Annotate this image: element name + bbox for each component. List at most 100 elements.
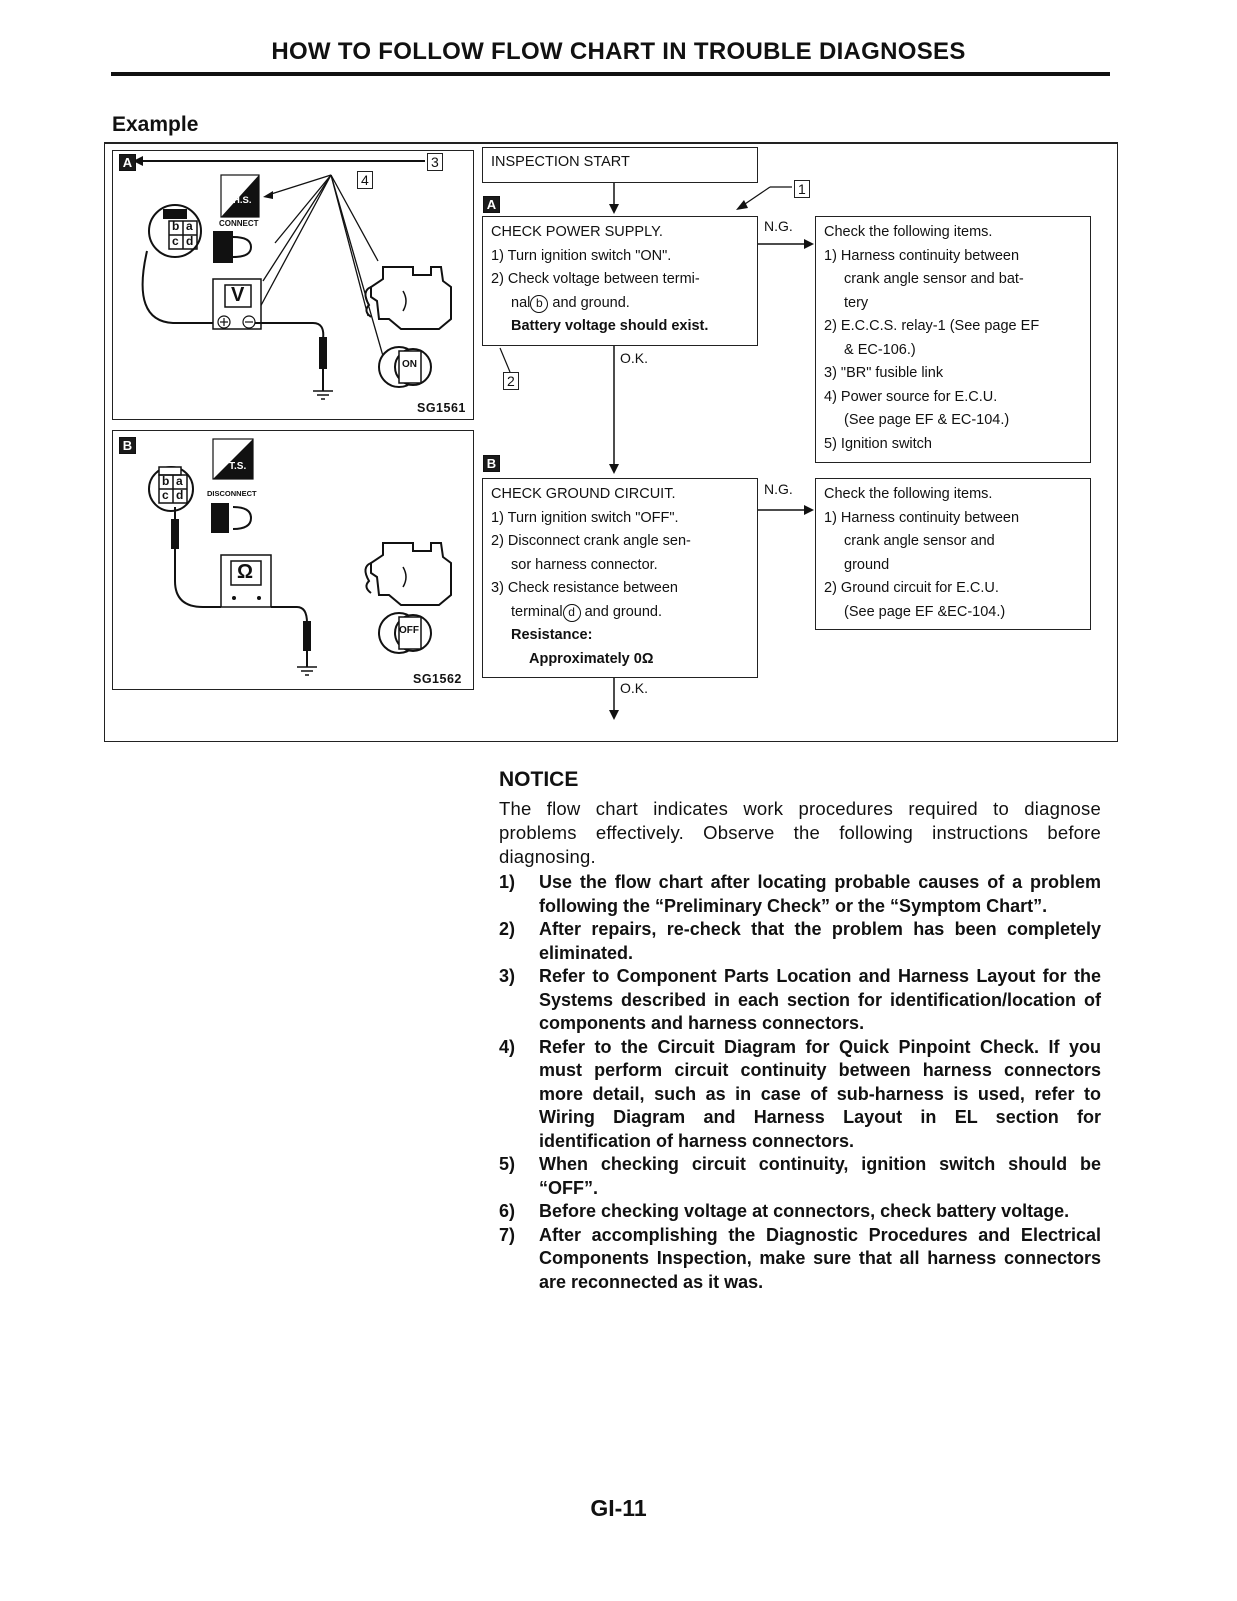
step-a-title: CHECK POWER SUPPLY.	[491, 224, 663, 240]
notice-item-number: 7)	[499, 1224, 516, 1245]
ng-a-line-4: 2) E.C.C.S. relay-1 (See page EF	[824, 318, 1040, 334]
inspection-start-box: INSPECTION START	[482, 147, 758, 183]
illustration-panel-b: B T.S. DISCONNECT b a c d Ω OFF SG1562	[112, 430, 474, 690]
step-b-box: CHECK GROUND CIRCUIT. 1) Turn ignition s…	[482, 478, 758, 678]
ng-a-title: Check the following items.	[824, 224, 993, 240]
step-a-ng-label: N.G.	[764, 218, 793, 234]
example-label: Example	[112, 113, 199, 136]
figure-code-b: SG1562	[413, 672, 462, 686]
action-label-disconnect: DISCONNECT	[207, 489, 257, 498]
example-frame-top	[104, 142, 1118, 144]
step-b-line-2: 2) Disconnect crank angle sen-	[491, 533, 691, 549]
voltmeter-symbol: V	[231, 284, 245, 306]
mode-label-hs: H.S.	[233, 195, 252, 206]
notice-item: 2) After repairs, re-check that the probl…	[499, 918, 1101, 965]
connector-terminal-a: a	[186, 219, 193, 233]
step-b-result-value: Approximately 0Ω	[529, 650, 654, 667]
notice-item-number: 4)	[499, 1036, 516, 1057]
panel-badge-b: B	[119, 437, 136, 454]
panel-badge-a: A	[119, 154, 136, 171]
callout-3: 3	[427, 153, 443, 171]
notice-item-text: Refer to Component Parts Location and Ha…	[539, 966, 1101, 1033]
terminal-b-circle: b	[530, 294, 549, 313]
ng-a-line-8: (See page EF & EC-104.)	[844, 412, 1010, 428]
ng-b-line-4: 2) Ground circuit for E.C.U.	[824, 580, 999, 596]
step-b-line-5-tail: and ground.	[580, 603, 663, 620]
figure-code-a: SG1561	[417, 401, 466, 415]
notice-heading: NOTICE	[499, 768, 579, 791]
ng-a-line-5: & EC-106.)	[844, 341, 916, 358]
callout-1: 1	[794, 180, 810, 198]
notice-item: 3) Refer to Component Parts Location and …	[499, 965, 1101, 1036]
step-a-line-3-tail: and ground.	[548, 294, 630, 311]
ng-a-line-6: 3) "BR" fusible link	[824, 365, 944, 381]
step-a-badge: A	[483, 196, 500, 213]
notice-item-text: Use the flow chart after locating probab…	[539, 872, 1101, 916]
notice-list: 1) Use the flow chart after locating prob…	[499, 871, 1101, 1294]
connector-b-terminal-a: a	[176, 474, 183, 488]
notice-intro: The flow chart indicates work procedures…	[499, 798, 1101, 867]
flow-connectors	[499, 183, 814, 720]
step-a-line-1: 1) Turn ignition switch "ON".	[491, 247, 672, 264]
step-b-line-5-lead: terminal	[511, 603, 563, 620]
connector-b-terminal-c: c	[162, 488, 169, 502]
notice-item-number: 6)	[499, 1201, 516, 1221]
connector-b-terminal-b: b	[162, 474, 170, 488]
connector-terminal-b: b	[172, 219, 180, 233]
ng-a-line-2: crank angle sensor and bat-	[844, 271, 1024, 287]
notice-item-number: 2)	[499, 919, 516, 939]
callout-2: 2	[503, 372, 519, 390]
callout-4: 4	[357, 171, 373, 189]
ng-b-box: Check the following items. 1) Harness co…	[815, 478, 1091, 630]
mode-label-ts: T.S.	[229, 461, 247, 472]
connector-b-terminal-d: d	[176, 488, 184, 502]
notice-item: 4) Refer to the Circuit Diagram for Quick…	[499, 1036, 1101, 1154]
notice-item: 6) Before checking voltage at connectors,…	[499, 1200, 1101, 1224]
illustration-a-drawing	[133, 156, 452, 400]
action-label-connect: CONNECT	[219, 219, 259, 228]
ng-b-line-5: (See page EF &EC-104.)	[844, 603, 1006, 620]
step-a-ok-label: O.K.	[620, 350, 649, 366]
ng-b-line-3: ground	[844, 556, 890, 573]
illustration-panel-a: A 4 3 H.S. CONNECT b a c d V ON SG1561	[112, 150, 474, 420]
notice-item-number: 5)	[499, 1154, 516, 1174]
step-b-ng-label: N.G.	[764, 481, 793, 497]
notice-item: 7) After accomplishing the Diagnostic Pro…	[499, 1224, 1101, 1295]
page-number: GI-11	[590, 1495, 647, 1521]
notice-item-text: Before checking voltage at connectors, c…	[539, 1201, 1070, 1221]
ng-b-line-1: 1) Harness continuity between	[824, 509, 1020, 526]
title-rule	[111, 72, 1110, 76]
connector-terminal-d: d	[186, 234, 194, 248]
step-b-result-label: Resistance:	[511, 627, 593, 643]
notice-item: 1) Use the flow chart after locating prob…	[499, 871, 1101, 918]
ng-a-line-9: 5) Ignition switch	[824, 435, 932, 452]
ng-a-box: Check the following items. 1) Harness co…	[815, 216, 1091, 463]
notice-item-text: After accomplishing the Diagnostic Proce…	[539, 1224, 1101, 1292]
step-b-line-3: sor harness connector.	[511, 556, 658, 573]
ng-a-line-1: 1) Harness continuity between	[824, 247, 1020, 264]
notice-item-number: 3)	[499, 966, 516, 986]
notice-item-text: Refer to the Circuit Diagram for Quick P…	[539, 1036, 1101, 1151]
notice-item-number: 1)	[499, 872, 516, 892]
step-a-box: CHECK POWER SUPPLY. 1) Turn ignition swi…	[482, 216, 758, 346]
step-b-badge: B	[483, 455, 500, 472]
step-a-result: Battery voltage should exist.	[511, 318, 709, 334]
ng-b-line-2: crank angle sensor and	[844, 533, 995, 549]
notice-item-text: After repairs, re-check that the problem…	[539, 919, 1101, 963]
ng-a-line-3: tery	[844, 294, 869, 311]
ng-a-line-7: 4) Power source for E.C.U.	[824, 388, 998, 405]
notice-item: 5)When checking circuit continuity, igni…	[499, 1153, 1101, 1200]
step-a-line-2: 2) Check voltage between termi-	[491, 271, 700, 287]
connector-terminal-c: c	[172, 234, 179, 248]
example-frame	[104, 142, 1118, 742]
illustration-b-drawing	[148, 438, 452, 676]
key-position-off: OFF	[399, 625, 419, 636]
step-b-line-4: 3) Check resistance between	[491, 580, 678, 596]
step-b-ok-label: O.K.	[620, 680, 649, 696]
ohmmeter-symbol: Ω	[237, 561, 254, 583]
step-a-line-3-lead: nal	[511, 294, 531, 311]
ng-b-title: Check the following items.	[824, 486, 993, 502]
key-position-on: ON	[402, 359, 417, 370]
